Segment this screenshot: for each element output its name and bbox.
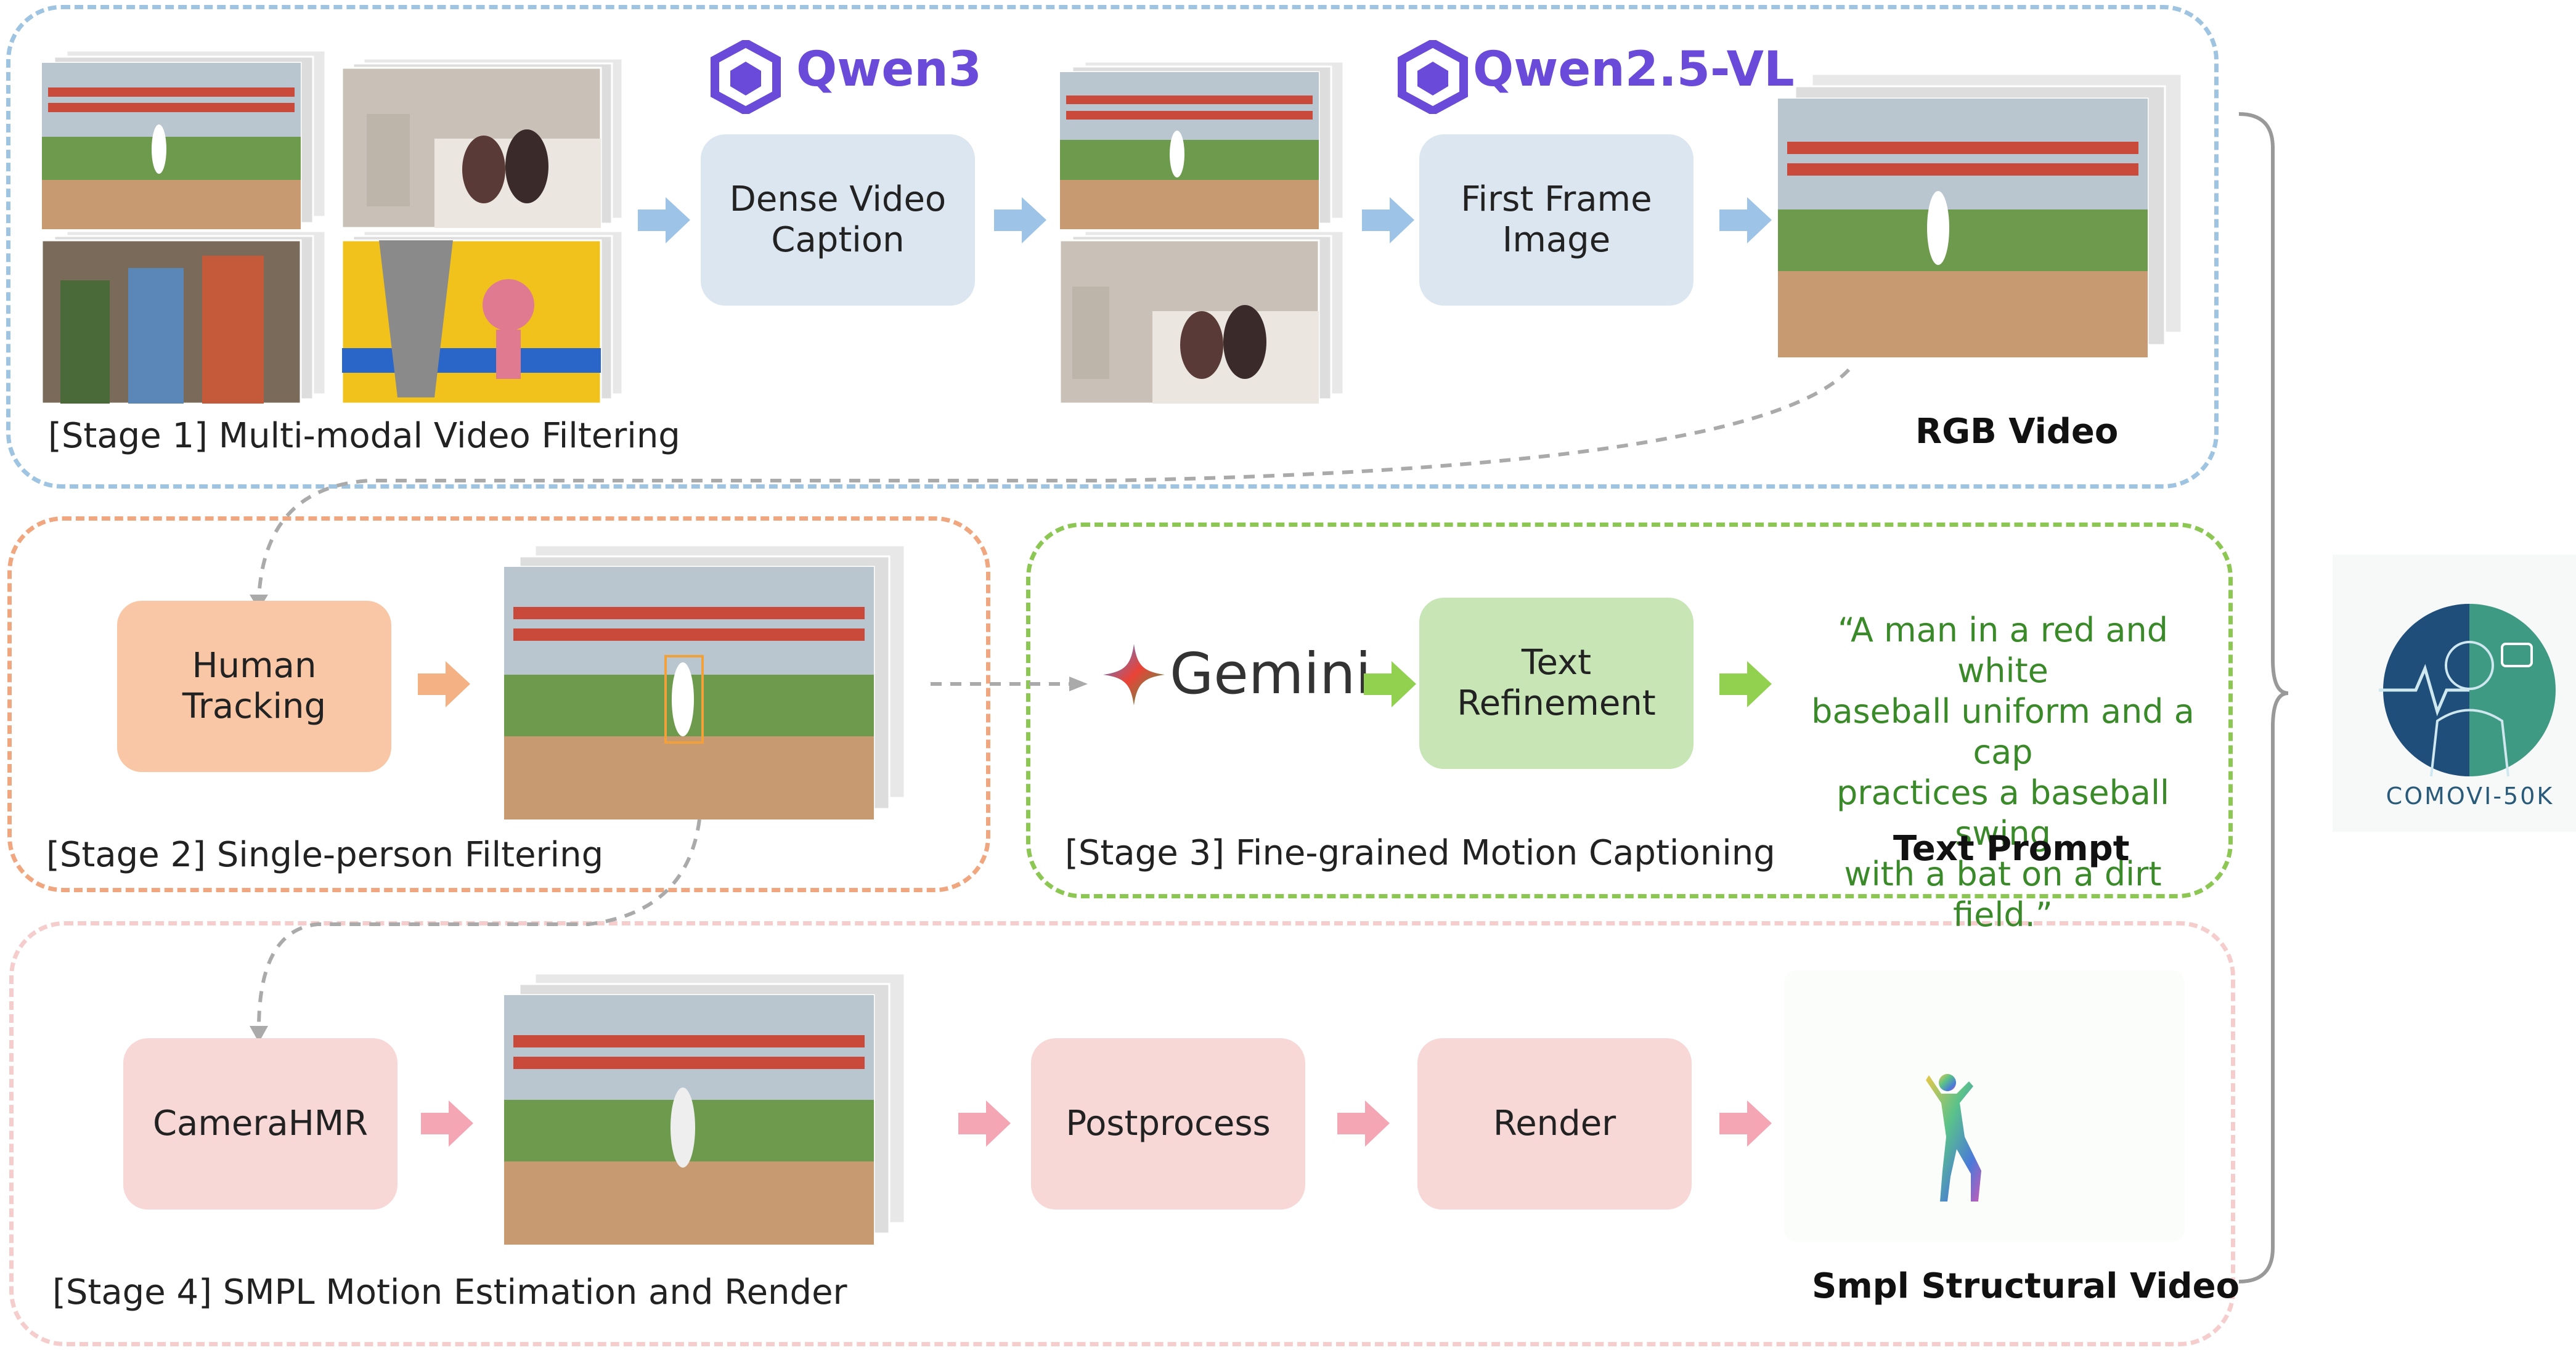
smpl-figure-icon <box>1926 1074 1981 1202</box>
gemini-logo-text: Gemini <box>1170 641 1371 707</box>
connector-tracking-to-hmr <box>250 819 701 1043</box>
hmr-overlay-video <box>503 972 911 1246</box>
first-frame-image-box: First Frame Image <box>1419 134 1694 306</box>
stage1-container <box>6 5 2219 489</box>
grouping-brace <box>2238 112 2289 1283</box>
arrow-s4-4 <box>1719 1100 1772 1147</box>
input-video-warehouse <box>41 230 332 405</box>
camerahmr-box: CameraHMR <box>123 1038 397 1210</box>
human-tracking-box: Human Tracking <box>117 601 391 772</box>
text-prompt-quote: “A man in a red and white baseball unifo… <box>1811 611 2195 934</box>
qwen-icon <box>711 40 781 114</box>
arrow-s1-4 <box>1719 197 1772 243</box>
render-box: Render <box>1417 1038 1692 1210</box>
connector-video-to-gemini <box>931 677 1088 691</box>
arrow-s1-1 <box>638 197 690 243</box>
stage2-label: [Stage 2] Single-person Filtering <box>46 835 604 875</box>
gemini-star-icon <box>1103 644 1165 705</box>
stage4-label: [Stage 4] SMPL Motion Estimation and Ren… <box>52 1272 847 1312</box>
stage2-container <box>7 516 990 892</box>
stage3-container <box>1026 523 2233 898</box>
postprocess-box: Postprocess <box>1031 1038 1305 1210</box>
arrow-s1-2 <box>994 197 1046 243</box>
filtered-video-bedroom <box>1059 230 1350 405</box>
smpl-video-frame <box>1784 970 2185 1242</box>
qwen3-logo-text: Qwen3 <box>796 42 982 97</box>
stage4-container <box>9 921 2235 1346</box>
arrow-s3-1 <box>1364 661 1416 707</box>
text-refinement-box: Text Refinement <box>1419 598 1694 769</box>
text-prompt-label: Text Prompt <box>1893 829 2130 869</box>
tracked-video <box>503 544 911 821</box>
stage1-label: [Stage 1] Multi-modal Video Filtering <box>48 416 680 456</box>
rgb-video-output <box>1777 73 2188 359</box>
arrow-s1-3 <box>1362 197 1414 243</box>
qwen-icon <box>1398 40 1468 114</box>
qwen25-logo-text: Qwen2.5-VL <box>1473 42 1795 97</box>
arrow-s4-3 <box>1337 1100 1390 1147</box>
arrow-s4-1 <box>421 1100 473 1147</box>
arrow-s4-2 <box>958 1100 1011 1147</box>
connector-rgb-to-tracking <box>250 368 1851 610</box>
arrow-s3-2 <box>1719 661 1772 707</box>
input-video-baseball <box>41 49 332 230</box>
dense-video-caption-box: Dense Video Caption <box>701 134 975 306</box>
rgb-video-label: RGB Video <box>1915 412 2119 452</box>
smpl-video-label: Smpl Structural Video <box>1812 1266 2240 1306</box>
comovi-logo-text: COMOVI-50K <box>2386 783 2554 810</box>
input-video-cartoon <box>341 230 626 405</box>
filtered-video-baseball <box>1059 60 1350 230</box>
input-video-bedroom <box>341 57 626 229</box>
arrow-s2-1 <box>418 661 470 707</box>
stage3-label: [Stage 3] Fine-grained Motion Captioning <box>1065 833 1775 873</box>
comovi-logo-icon <box>2379 604 2556 777</box>
